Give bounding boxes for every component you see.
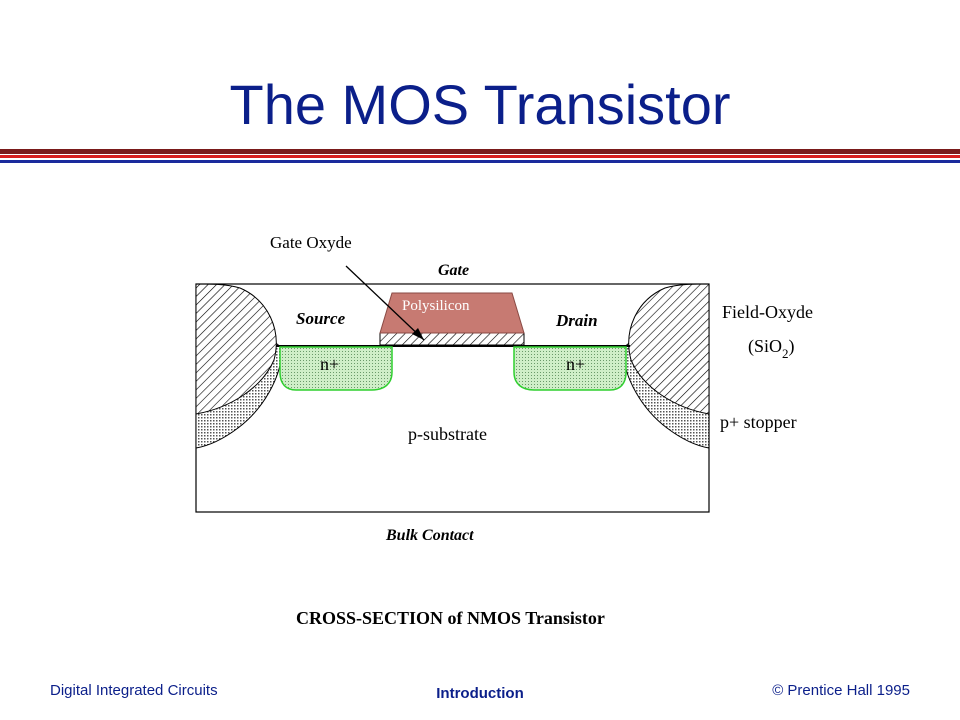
source-n-plus-region bbox=[279, 346, 393, 391]
left-field-oxide bbox=[195, 283, 277, 415]
gate-oxide-label: Gate Oxyde bbox=[270, 233, 352, 252]
gate-oxide bbox=[379, 332, 525, 346]
source-region-label: n+ bbox=[320, 354, 339, 374]
field-oxide-label: Field-Oxyde bbox=[722, 302, 813, 322]
field-oxide-formula-suffix: ) bbox=[789, 336, 795, 357]
field-oxide-formula-prefix: (SiO bbox=[748, 336, 782, 357]
field-oxide-formula-subscript: 2 bbox=[782, 346, 789, 361]
title-rule-blue bbox=[0, 160, 960, 163]
stopper-label: p+ stopper bbox=[720, 412, 797, 432]
title-rule-red bbox=[0, 155, 960, 158]
polysilicon-gate bbox=[379, 292, 525, 334]
drain-region-label: n+ bbox=[566, 354, 585, 374]
title-rule-dark-red bbox=[0, 149, 960, 154]
gate-oxide-arrowhead bbox=[412, 328, 424, 340]
footer-copyright: © Prentice Hall 1995 bbox=[772, 682, 910, 699]
polysilicon-label: Polysilicon bbox=[402, 298, 470, 314]
gate-oxide-pointer bbox=[345, 265, 425, 341]
drain-n-plus-region bbox=[513, 346, 627, 391]
right-field-oxide bbox=[628, 283, 710, 415]
substrate-label: p-substrate bbox=[408, 424, 487, 444]
gate-label: Gate bbox=[438, 262, 469, 279]
source-label: Source bbox=[296, 309, 346, 328]
footer-course-title: Digital Integrated Circuits bbox=[50, 682, 218, 699]
footer-section-name: Introduction bbox=[436, 685, 524, 702]
slide-title: The MOS Transistor bbox=[229, 73, 731, 136]
bulk-contact-label: Bulk Contact bbox=[385, 527, 474, 544]
drain-label: Drain bbox=[555, 311, 598, 330]
field-oxide-formula: (SiO2) bbox=[748, 336, 795, 361]
diagram-caption: CROSS-SECTION of NMOS Transistor bbox=[296, 608, 605, 628]
